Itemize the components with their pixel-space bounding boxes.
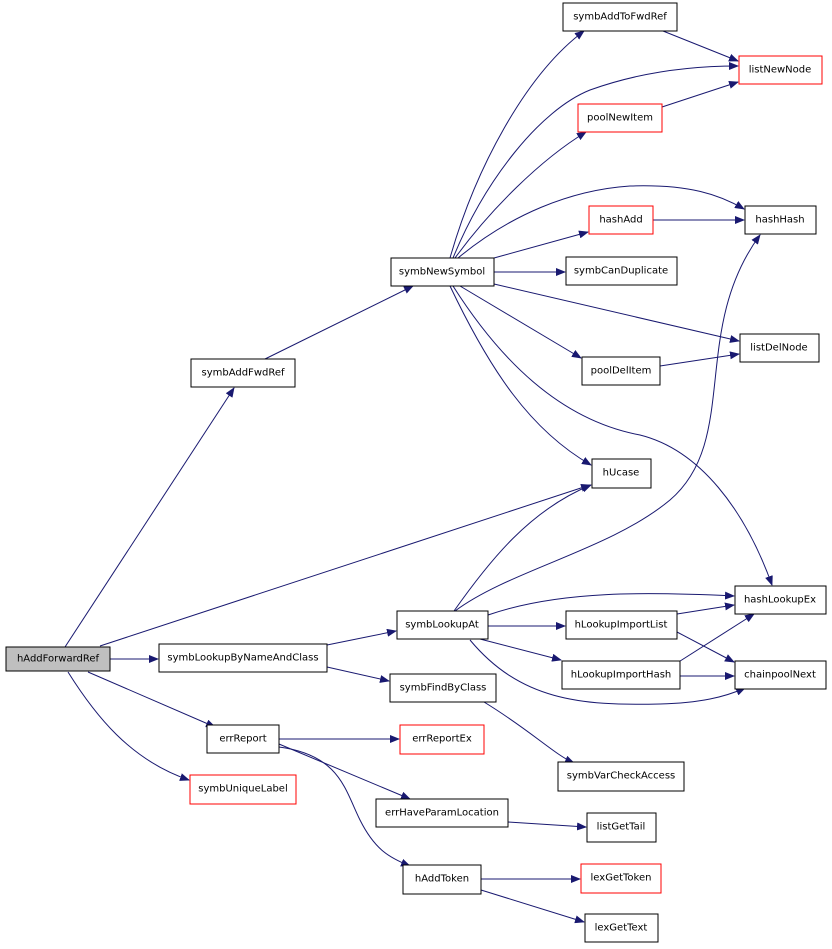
node-symbVarCheckAccess[interactable]: symbVarCheckAccess [557, 761, 685, 792]
svg-text:listGetTail: listGetTail [597, 822, 646, 833]
node-listNewNode[interactable]: listNewNode [738, 55, 823, 85]
svg-text:poolNewItem: poolNewItem [587, 113, 653, 124]
node-errReportEx[interactable]: errReportEx [399, 724, 485, 755]
node-listDelNode[interactable]: listDelNode [739, 333, 820, 363]
svg-text:errHaveParamLocation: errHaveParamLocation [385, 808, 499, 819]
node-hLookupImportList[interactable]: hLookupImportList [565, 610, 678, 640]
edge-errReport-to-hAddToken [278, 746, 411, 867]
node-hashAdd[interactable]: hashAdd [588, 205, 654, 235]
svg-text:errReport: errReport [219, 734, 266, 745]
node-listGetTail[interactable]: listGetTail [586, 812, 657, 843]
node-poolNewItem[interactable]: poolNewItem [577, 103, 663, 133]
node-errHaveParamLocation[interactable]: errHaveParamLocation [375, 798, 509, 828]
svg-text:chainpoolNext: chainpoolNext [744, 670, 816, 681]
edge-hAddForwardRef-to-symbUniqueLabel [67, 671, 190, 781]
node-symbLookupByNameAndClass[interactable]: symbLookupByNameAndClass [158, 643, 328, 673]
node-symbFindByClass[interactable]: symbFindByClass [389, 673, 497, 703]
edge-symbNewSymbol-to-poolNewItem [454, 131, 587, 259]
edge-symbAddFwdRef-to-symbNewSymbol [264, 285, 414, 360]
edge-symbNewSymbol-to-poolDelItem [459, 285, 582, 359]
nodes-layer: hAddForwardRef symbAddFwdRef symbNewSymb… [5, 2, 827, 943]
edge-errReport-to-errHaveParamLocation [278, 743, 411, 800]
node-symbAddToFwdRef[interactable]: symbAddToFwdRef [562, 2, 678, 32]
edge-symbLookupAt-to-chainpoolNext [469, 639, 746, 705]
svg-text:hashHash: hashHash [755, 215, 804, 226]
svg-text:hLookupImportHash: hLookupImportHash [571, 670, 672, 681]
node-symbLookupAt[interactable]: symbLookupAt [396, 610, 489, 640]
svg-text:hashLookupEx: hashLookupEx [744, 595, 816, 606]
node-hAddForwardRef[interactable]: hAddForwardRef [5, 646, 111, 672]
node-chainpoolNext[interactable]: chainpoolNext [734, 660, 827, 690]
edge-symbLookupAt-to-hUcase [453, 484, 592, 612]
edge-symbNewSymbol-to-symbAddToFwdRef [449, 30, 585, 259]
svg-text:listNewNode: listNewNode [749, 65, 812, 76]
edge-hLookupImportList-to-hashLookupEx [676, 602, 735, 615]
svg-text:symbAddToFwdRef: symbAddToFwdRef [573, 12, 667, 23]
node-hUcase[interactable]: hUcase [591, 458, 652, 489]
node-poolDelItem[interactable]: poolDelItem [581, 356, 661, 386]
edge-symbFindByClass-to-symbVarCheckAccess [483, 701, 575, 764]
svg-text:symbLookupAt: symbLookupAt [405, 620, 479, 631]
edge-symbNewSymbol-to-hashHash [457, 185, 745, 259]
edge-hLookupImportHash-to-hashLookupEx [676, 613, 755, 664]
edges-layer [64, 30, 773, 924]
edge-symbNewSymbol-to-listNewNode [452, 62, 739, 259]
node-lexGetToken[interactable]: lexGetToken [580, 863, 662, 894]
edge-symbNewSymbol-to-hUcase [449, 285, 592, 466]
edge-poolDelItem-to-listDelNode [659, 351, 740, 367]
node-errReport[interactable]: errReport [206, 724, 280, 754]
edge-symbLookupAt-to-hashHash [454, 234, 761, 612]
node-hAddToken[interactable]: hAddToken [402, 864, 482, 895]
edge-hLookupImportList-to-chainpoolNext [676, 631, 735, 663]
svg-text:symbVarCheckAccess: symbVarCheckAccess [567, 771, 676, 782]
svg-text:symbFindByClass: symbFindByClass [400, 683, 487, 694]
svg-text:symbUniqueLabel: symbUniqueLabel [198, 784, 287, 795]
node-hashHash[interactable]: hashHash [744, 205, 817, 235]
node-symbCanDuplicate[interactable]: symbCanDuplicate [565, 256, 678, 286]
edge-hAddForwardRef-to-errReport [87, 671, 216, 728]
node-lexGetText[interactable]: lexGetText [584, 913, 659, 943]
edge-symbLookupAt-to-hLookupImportHash [479, 638, 562, 662]
edge-symbNewSymbol-to-hashAdd [493, 230, 589, 259]
svg-text:poolDelItem: poolDelItem [591, 366, 652, 377]
edge-symbLookupByNameAndClass-to-symbFindByClass [326, 666, 390, 683]
svg-text:errReportEx: errReportEx [412, 734, 472, 745]
node-hashLookupEx[interactable]: hashLookupEx [734, 585, 827, 615]
svg-text:hAddToken: hAddToken [415, 874, 469, 885]
edge-symbNewSymbol-to-listDelNode [493, 283, 740, 343]
edge-symbAddToFwdRef-to-listNewNode [662, 30, 739, 62]
edge-symbLookupAt-to-hashLookupEx [487, 591, 735, 616]
svg-text:symbLookupByNameAndClass: symbLookupByNameAndClass [167, 653, 318, 664]
svg-text:lexGetToken: lexGetToken [591, 873, 652, 884]
edge-symbNewSymbol-to-hashLookupEx [452, 285, 773, 586]
svg-text:symbNewSymbol: symbNewSymbol [399, 267, 485, 278]
svg-text:symbCanDuplicate: symbCanDuplicate [574, 266, 668, 277]
edge-hAddForwardRef-to-symbAddFwdRef [64, 387, 235, 648]
svg-text:symbAddFwdRef: symbAddFwdRef [201, 368, 285, 379]
svg-text:hAddForwardRef: hAddForwardRef [17, 654, 100, 665]
edge-symbLookupByNameAndClass-to-symbLookupAt [326, 628, 397, 646]
svg-text:hUcase: hUcase [603, 468, 640, 479]
node-symbUniqueLabel[interactable]: symbUniqueLabel [189, 774, 297, 805]
svg-text:lexGetText: lexGetText [595, 923, 648, 934]
edge-errHaveParamLocation-to-listGetTail [507, 821, 587, 831]
svg-text:hashAdd: hashAdd [599, 215, 642, 226]
edge-hAddForwardRef-to-hUcase [99, 484, 591, 647]
edge-poolNewItem-to-listNewNode [661, 81, 739, 108]
node-hLookupImportHash[interactable]: hLookupImportHash [561, 660, 681, 690]
edge-hAddToken-to-lexGetText [480, 889, 585, 924]
svg-text:hLookupImportList: hLookupImportList [575, 620, 668, 631]
node-symbNewSymbol[interactable]: symbNewSymbol [390, 257, 495, 287]
node-symbAddFwdRef[interactable]: symbAddFwdRef [190, 358, 296, 388]
svg-text:listDelNode: listDelNode [750, 343, 807, 354]
